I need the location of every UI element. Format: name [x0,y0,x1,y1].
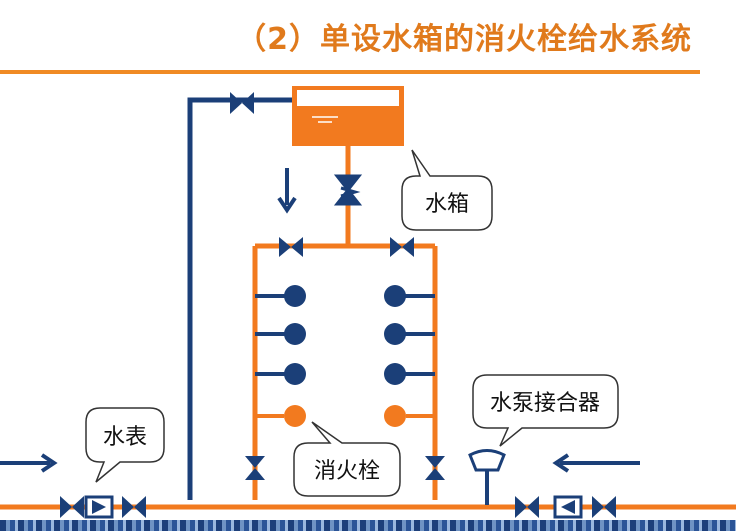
hydrant-icon [255,285,306,427]
water-meter-icon [60,495,146,519]
pump-adapter-label: 水泵接合器 [490,391,600,416]
check-valve-assembly-icon [515,495,616,519]
diagram-title: （2）单设水箱的消火栓给水系统 [236,22,692,57]
check-valve-icon [333,174,363,206]
callout-tank: 水箱 [401,149,493,231]
callout-pump-adapter: 水泵接合器 [472,374,619,447]
water-tank-icon [292,86,404,146]
tank-label: 水箱 [425,192,469,217]
meter-label: 水表 [103,425,147,450]
decorative-photo-strip [0,520,736,531]
gate-valve-icon [245,456,445,480]
callout-meter: 水表 [85,407,165,483]
hydrant-label: 消火栓 [314,459,380,484]
hydrant-branch-pipes [255,294,435,376]
pump-adapter-icon [468,449,506,505]
gate-valve-icon [279,237,414,257]
flow-arrow-icon [552,453,640,473]
callout-hydrant: 消火栓 [293,421,401,497]
hydrant-icon [384,285,435,427]
gate-valve-icon [230,92,254,114]
blue-supply-pipe [187,97,295,500]
flow-arrow-icon [277,168,297,214]
title-underline [0,70,700,74]
flow-arrow-icon [0,453,58,473]
